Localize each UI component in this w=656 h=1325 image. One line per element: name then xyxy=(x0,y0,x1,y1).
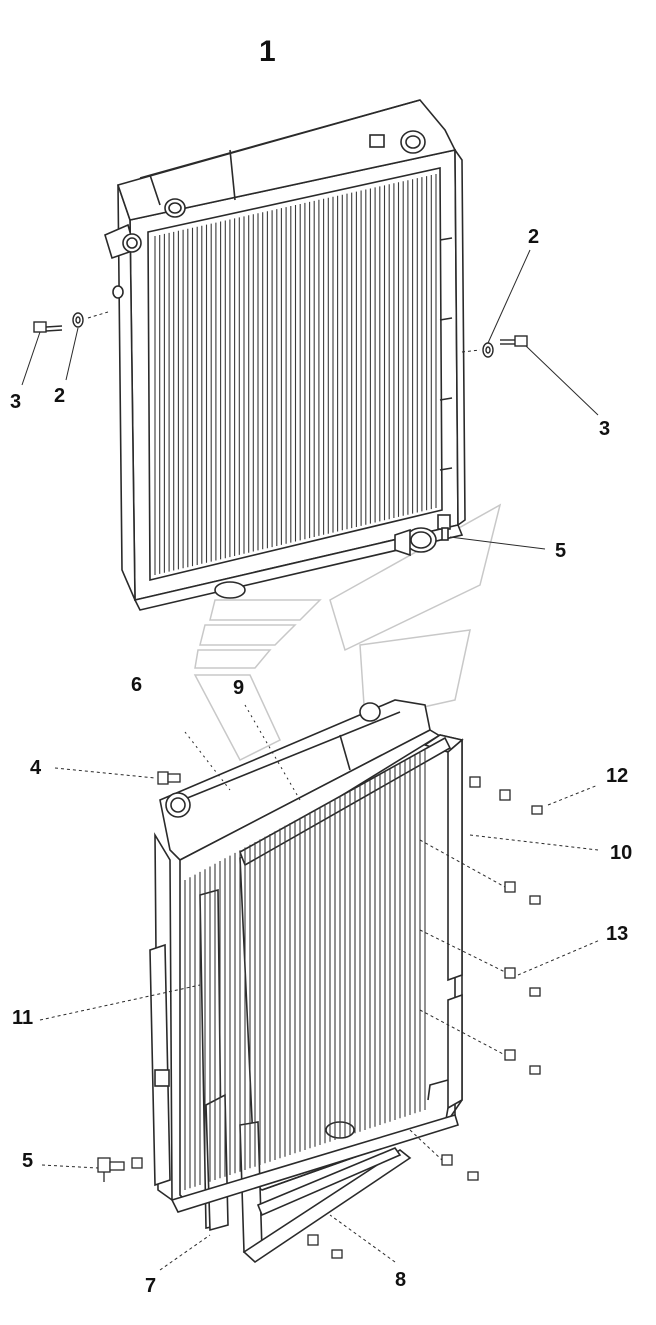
nut-icon xyxy=(504,1049,516,1061)
callout-7: 7 xyxy=(145,1275,157,1297)
callout-9: 9 xyxy=(233,677,245,699)
drain-valve-icon xyxy=(97,1157,125,1182)
callout-3-upper-right: 3 xyxy=(599,418,611,440)
callout-13: 13 xyxy=(606,923,629,945)
nut-icon xyxy=(131,1157,143,1169)
callout-8: 8 xyxy=(395,1269,407,1291)
nut-icon xyxy=(504,881,516,893)
callout-10: 10 xyxy=(610,842,633,864)
lower-radiator-fins xyxy=(184,750,426,1190)
drawing-title: 1 xyxy=(259,35,276,68)
screw-icon xyxy=(529,895,541,905)
callout-6: 6 xyxy=(131,674,143,696)
nut-icon xyxy=(441,1154,453,1166)
upper-leader-lines xyxy=(21,249,599,550)
screw-icon xyxy=(331,1249,343,1259)
lower-radiator-assembly xyxy=(149,699,464,1264)
callout-5-lower: 5 xyxy=(22,1150,34,1172)
bolt-icon xyxy=(500,335,528,347)
screw-icon xyxy=(467,1171,479,1181)
screw-icon xyxy=(529,987,541,997)
callout-11: 11 xyxy=(12,1007,34,1029)
upper-fasteners xyxy=(33,312,528,358)
nut-icon xyxy=(499,789,511,801)
bottom-bar xyxy=(242,1149,412,1264)
callout-3-upper-left: 3 xyxy=(10,391,22,413)
upper-radiator-fins xyxy=(154,174,437,575)
nut-icon xyxy=(307,1234,319,1246)
screw-icon xyxy=(529,1065,541,1075)
screw-icon xyxy=(531,805,543,815)
callout-4: 4 xyxy=(30,757,42,779)
callout-12: 12 xyxy=(606,765,629,787)
callout-2-upper-left: 2 xyxy=(54,385,66,407)
nut-icon xyxy=(469,776,481,788)
callout-2-upper-right: 2 xyxy=(528,226,540,248)
washer-icon xyxy=(482,342,494,358)
lower-fasteners xyxy=(97,771,543,1259)
lower-leader-lines xyxy=(39,704,601,1271)
washer-icon xyxy=(72,312,84,328)
upper-radiator-assembly xyxy=(104,99,466,611)
bolt-icon xyxy=(33,321,63,333)
nut-icon xyxy=(504,967,516,979)
sensor-icon xyxy=(157,771,181,785)
callout-5-upper: 5 xyxy=(555,540,567,562)
